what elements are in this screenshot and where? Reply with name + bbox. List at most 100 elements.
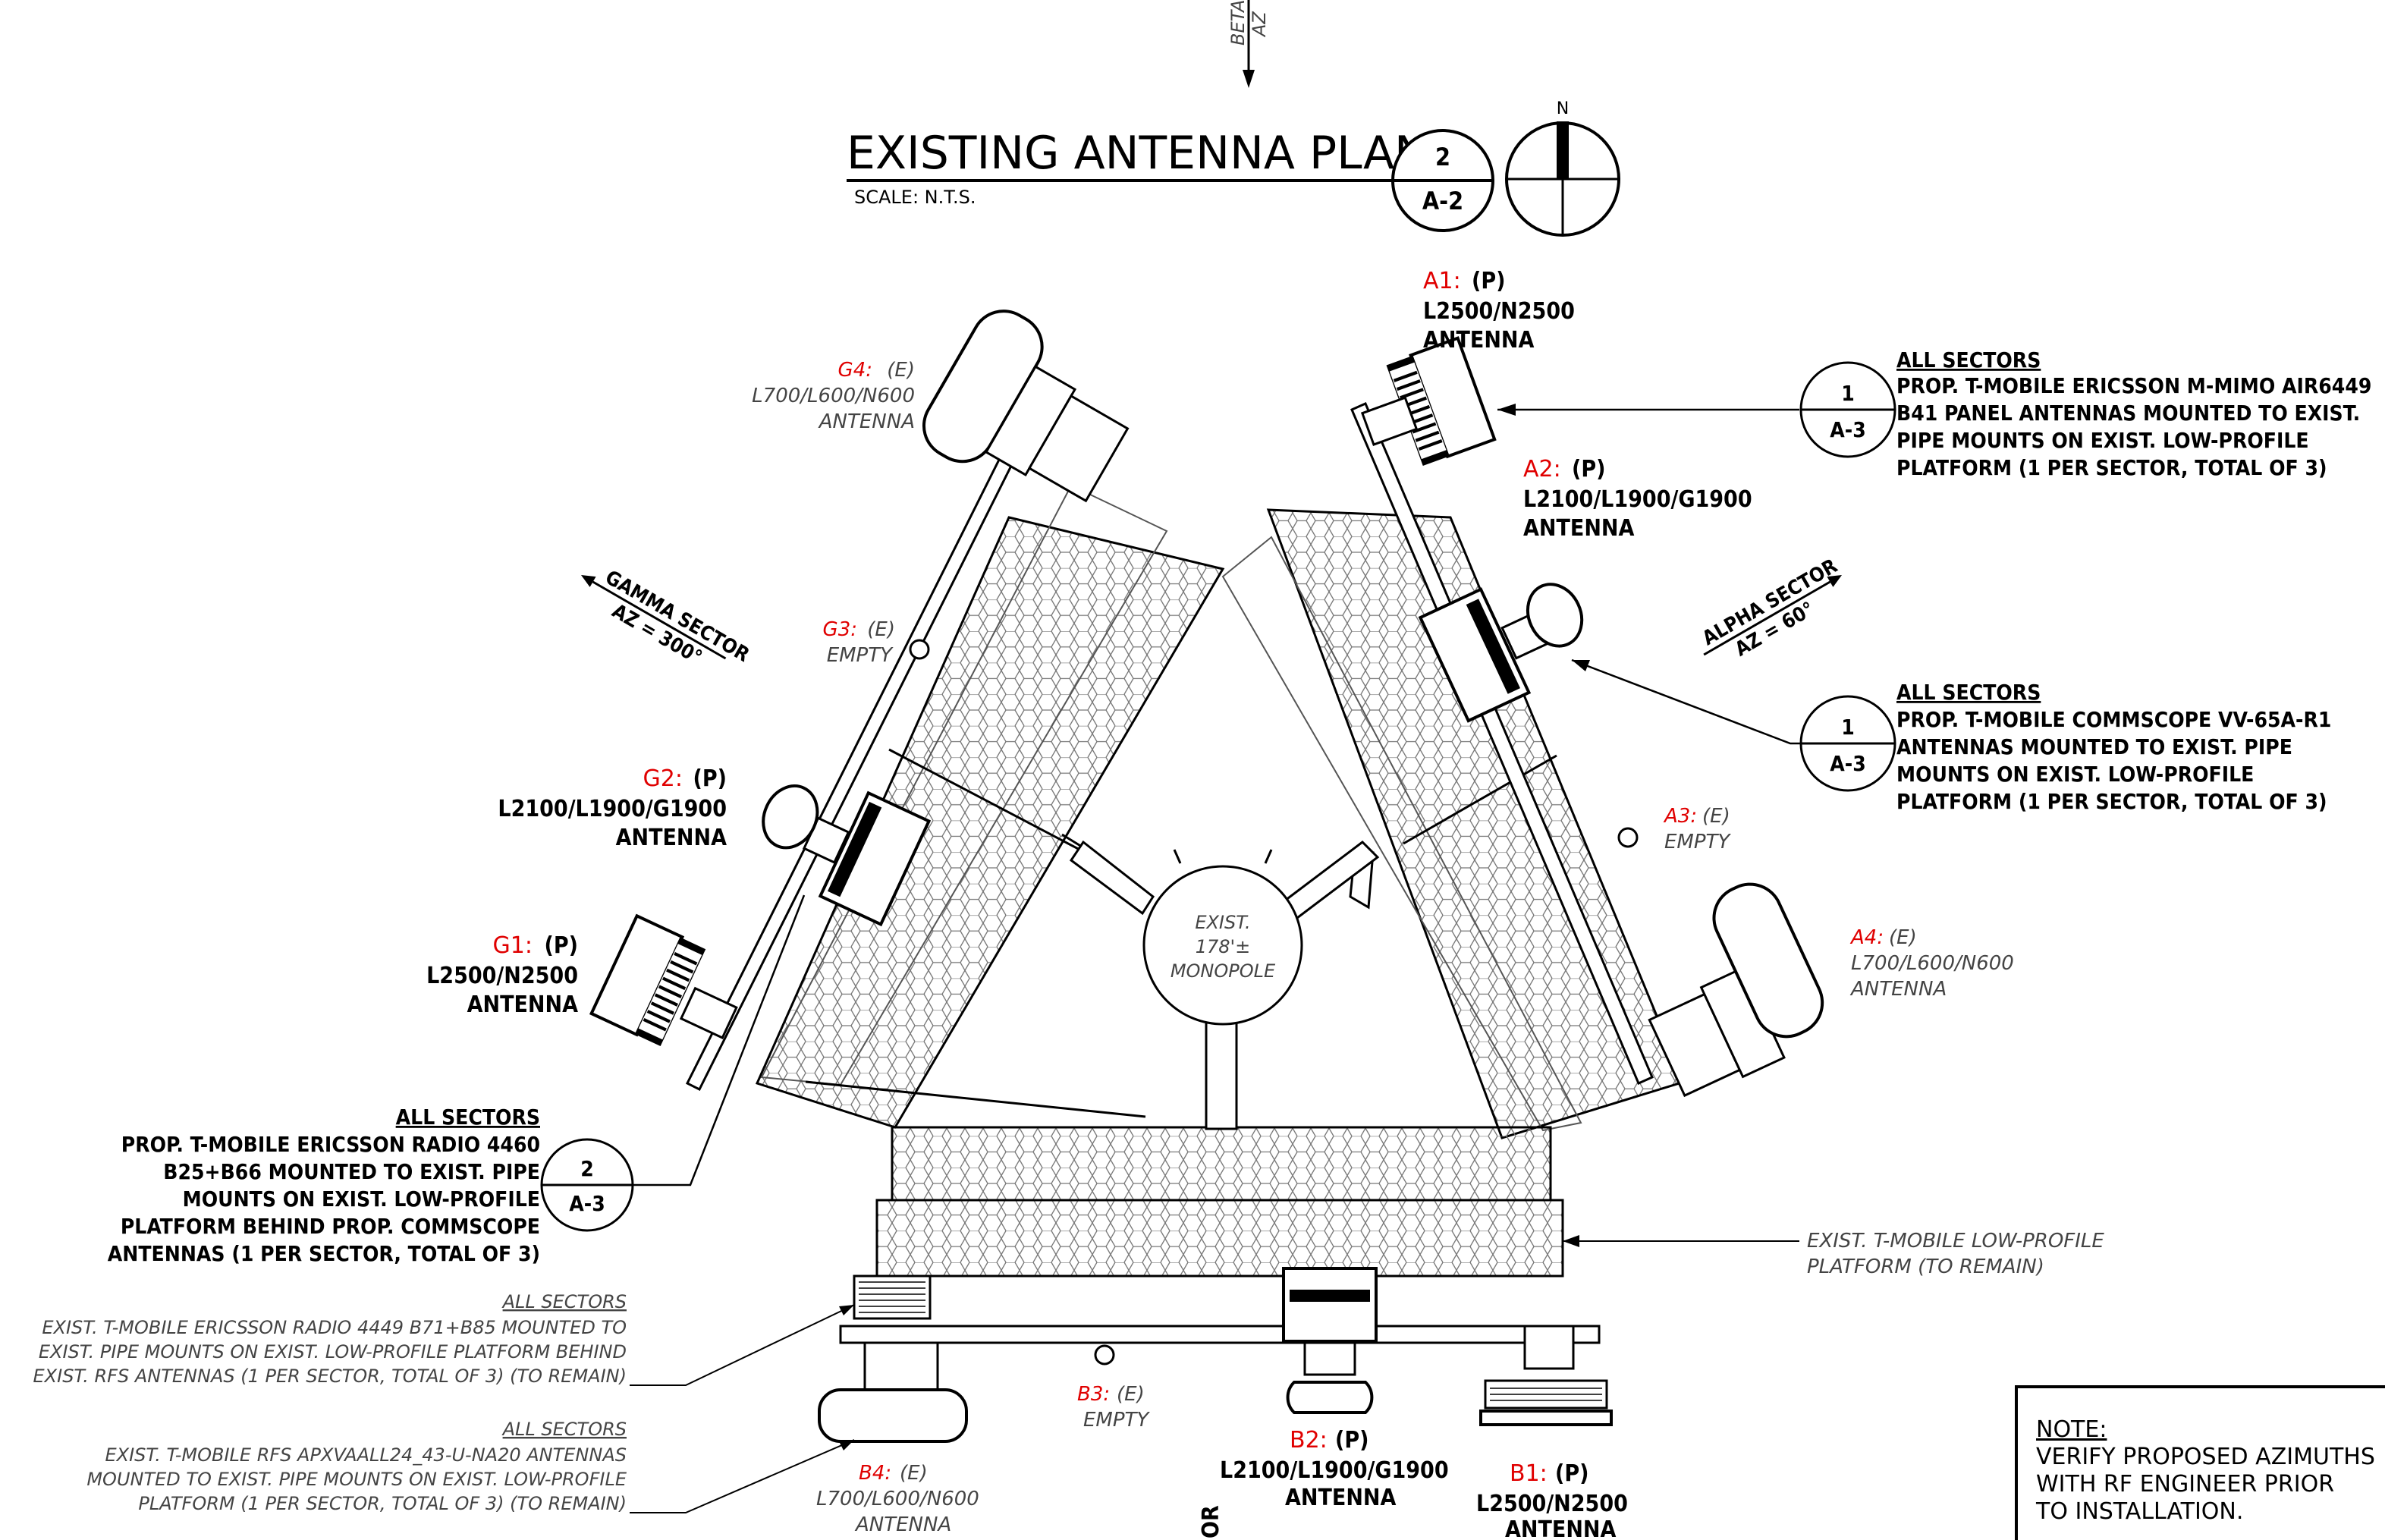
commscope-line-4: PLATFORM (1 PER SECTOR, TOTAL OF 3)	[1896, 789, 2327, 814]
g1-id: G1:	[493, 932, 533, 959]
air6449-heading: ALL SECTORS	[1896, 347, 2041, 372]
bottom-cut-label: OR	[1198, 1505, 1224, 1538]
note-box-line-3: TO INSTALLATION.	[2035, 1498, 2243, 1525]
air6449-line-3: PIPE MOUNTS ON EXIST. LOW-PROFILE	[1896, 428, 2309, 453]
label-a3: A3: (E) EMPTY	[1663, 805, 1731, 853]
note-air6449: 1 A-3 ALL SECTORS PROP. T-MOBILE ERICSSO…	[1497, 347, 2371, 480]
b3-clamp-icon	[1094, 1344, 1115, 1366]
b2-model: L2100/L1900/G1900	[1220, 1457, 1449, 1484]
g2-status: (P)	[693, 765, 727, 792]
title-callout-number: 2	[1435, 143, 1450, 171]
g2-id: G2:	[643, 765, 683, 792]
antenna-b4-shape	[818, 1274, 968, 1443]
g3-status: (E)	[867, 618, 895, 641]
note-radio4449: ALL SECTORS EXIST. T-MOBILE ERICSSON RAD…	[33, 1291, 855, 1387]
g4-id: G4:	[838, 359, 872, 382]
b3-status: (E)	[1117, 1383, 1145, 1406]
label-a1: A1: (P) L2500/N2500 ANTENNA	[1423, 268, 1575, 354]
b2-type: ANTENNA	[1285, 1485, 1397, 1511]
b2-status: (P)	[1335, 1427, 1368, 1454]
b4-type: ANTENNA	[854, 1513, 951, 1536]
platform-line-1: EXIST. T-MOBILE LOW-PROFILE	[1807, 1230, 2104, 1252]
label-a4: A4: (E) L700/L600/N600 ANTENNA	[1849, 926, 2014, 1001]
commscope-line-2: ANTENNAS MOUNTED TO EXIST. PIPE	[1896, 734, 2292, 759]
label-b4: B4: (E) L700/L600/N600 ANTENNA	[816, 1462, 979, 1536]
g4-model: L700/L600/N600	[752, 385, 915, 407]
beta-label: BETA	[1227, 0, 1249, 46]
low-profile-platform	[755, 484, 1686, 1278]
radio4460-line-4: PLATFORM BEHIND PROP. COMMSCOPE	[121, 1214, 540, 1239]
note-box-heading: NOTE:	[2036, 1416, 2107, 1443]
a2-model: L2100/L1900/G1900	[1523, 486, 1752, 513]
note-rfs: ALL SECTORS EXIST. T-MOBILE RFS APXVAALL…	[86, 1419, 855, 1514]
beta-azimuth-arrow: BETA AZ	[1227, 0, 1270, 88]
note-radio4460: 2 A-3 ALL SECTORS PROP. T-MOBILE ERICSSO…	[108, 894, 806, 1266]
air6449-line-1: PROP. T-MOBILE ERICSSON M-MIMO AIR6449	[1896, 373, 2371, 398]
monopole-circle	[1142, 865, 1303, 1026]
air6449-callout-number: 1	[1841, 381, 1855, 406]
gamma-sector-arrow: GAMMA SECTOR AZ = 300°	[581, 566, 753, 669]
radio4460-line-1: PROP. T-MOBILE ERICSSON RADIO 4460	[121, 1132, 540, 1157]
note-commscope: 1 A-3 ALL SECTORS PROP. T-MOBILE COMMSCO…	[1571, 658, 2331, 814]
monopole-label-2: 178'±	[1196, 936, 1251, 957]
a1-status: (P)	[1472, 268, 1505, 294]
radio4460-callout-sheet: A-3	[569, 1191, 605, 1216]
a2-status: (P)	[1572, 456, 1605, 482]
rfs-line-1: EXIST. T-MOBILE RFS APXVAALL24_43-U-NA20…	[105, 1444, 627, 1466]
a1-type: ANTENNA	[1423, 327, 1535, 354]
note-platform: EXIST. T-MOBILE LOW-PROFILE PLATFORM (TO…	[1563, 1230, 2104, 1278]
antenna-g2-shape	[762, 784, 932, 927]
antenna-a4-shape	[1648, 882, 1824, 1098]
b1-model: L2500/N2500	[1476, 1491, 1628, 1517]
antenna-g4-shape	[922, 310, 1130, 503]
sector-pipe-mounts	[685, 402, 1654, 1344]
g4-type: ANTENNA	[818, 410, 915, 433]
radio4460-callout-number: 2	[580, 1156, 594, 1181]
title-callout-sheet: A-2	[1422, 187, 1463, 215]
b4-status: (E)	[900, 1462, 928, 1485]
antenna-b1-shape	[1479, 1325, 1613, 1426]
radio4460-line-2: B25+B66 MOUNTED TO EXIST. PIPE	[163, 1159, 540, 1184]
platform-line-2: PLATFORM (TO REMAIN)	[1807, 1256, 2044, 1278]
label-g3: G3: (E) EMPTY	[823, 618, 895, 667]
antenna-b2-shape	[1282, 1267, 1378, 1414]
air6449-callout-sheet: A-3	[1830, 417, 1865, 442]
a3-type: EMPTY	[1664, 831, 1731, 853]
a4-status: (E)	[1889, 926, 1917, 949]
g1-status: (P)	[545, 932, 578, 959]
g1-type: ANTENNA	[467, 992, 579, 1018]
commscope-callout-number: 1	[1841, 715, 1855, 740]
note-box-line-1: VERIFY PROPOSED AZIMUTHS	[2036, 1444, 2375, 1470]
a3-status: (E)	[1702, 805, 1730, 828]
label-g4: G4: (E) L700/L600/N600 ANTENNA	[752, 359, 915, 433]
a4-id: A4:	[1849, 926, 1884, 949]
g3-id: G3:	[823, 618, 857, 641]
b3-type: EMPTY	[1083, 1409, 1150, 1432]
commscope-heading: ALL SECTORS	[1896, 680, 2041, 705]
monopole-label-3: MONOPOLE	[1171, 960, 1276, 982]
g2-model: L2100/L1900/G1900	[498, 796, 727, 822]
radio4449-line-3: EXIST. RFS ANTENNAS (1 PER SECTOR, TOTAL…	[33, 1366, 627, 1387]
rfs-line-2: MOUNTED TO EXIST. PIPE MOUNTS ON EXIST. …	[86, 1469, 627, 1490]
label-a2: A2: (P) L2100/L1900/G1900 ANTENNA	[1523, 456, 1752, 542]
a2-type: ANTENNA	[1523, 515, 1635, 542]
g4-status: (E)	[887, 359, 915, 382]
rfs-heading: ALL SECTORS	[501, 1419, 627, 1440]
antenna-a2-shape	[1418, 583, 1584, 723]
g3-type: EMPTY	[827, 644, 894, 667]
a1-id: A1:	[1423, 268, 1461, 294]
radio4460-heading: ALL SECTORS	[396, 1105, 540, 1130]
label-g2: G2: (P) L2100/L1900/G1900 ANTENNA	[498, 765, 727, 851]
label-g1: G1: (P) L2500/N2500 ANTENNA	[426, 932, 578, 1018]
note-box: NOTE: VERIFY PROPOSED AZIMUTHS WITH RF E…	[2015, 1385, 2385, 1540]
air6449-line-4: PLATFORM (1 PER SECTOR, TOTAL OF 3)	[1896, 455, 2327, 480]
rfs-line-3: PLATFORM (1 PER SECTOR, TOTAL OF 3) (TO …	[138, 1493, 627, 1514]
monopole-label-1: EXIST.	[1195, 912, 1250, 933]
b2-id: B2:	[1290, 1427, 1328, 1454]
g3-clamp-icon	[909, 639, 930, 660]
radio4460-line-5: ANTENNAS (1 PER SECTOR, TOTAL OF 3)	[108, 1241, 540, 1266]
alpha-sector-arrow: ALPHA SECTOR AZ = 60°	[1698, 555, 1842, 662]
radio4460-line-3: MOUNTS ON EXIST. LOW-PROFILE	[183, 1186, 540, 1212]
b1-id: B1:	[1510, 1460, 1548, 1487]
